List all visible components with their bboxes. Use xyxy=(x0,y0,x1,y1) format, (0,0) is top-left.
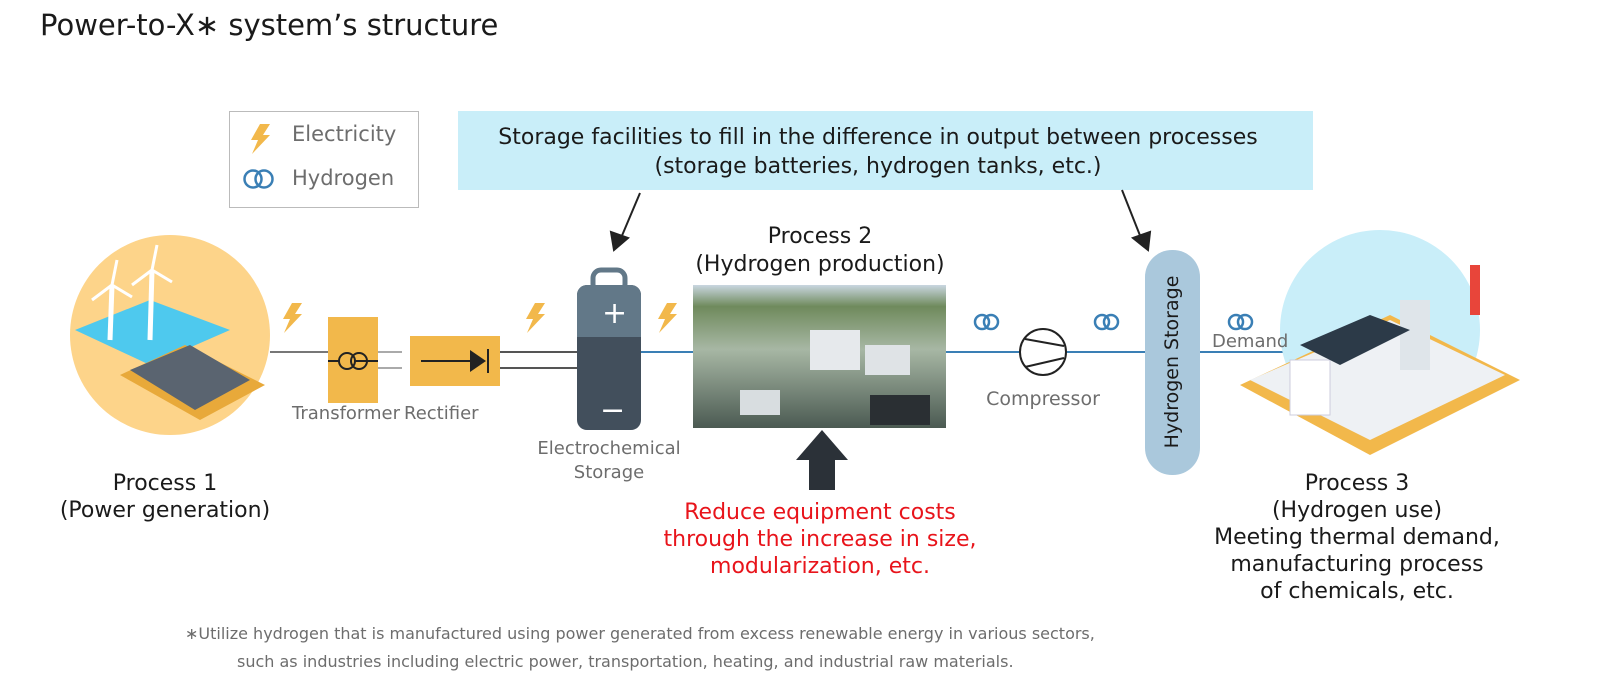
process3-desc1: Meeting thermal demand, xyxy=(1214,525,1500,550)
battery-icon xyxy=(577,267,641,430)
process1-subtitle: (Power generation) xyxy=(59,498,271,523)
battery-minus: − xyxy=(600,393,626,428)
label-storage: Storage xyxy=(573,462,645,483)
label-electrochemical: Electrochemical xyxy=(537,438,681,459)
label-rectifier: Rectifier xyxy=(404,403,479,424)
up-arrow-icon xyxy=(796,430,848,490)
callout-line1: Storage facilities to fill in the differ… xyxy=(498,125,1258,150)
compressor-icon xyxy=(1019,328,1067,376)
label-compressor: Compressor xyxy=(986,388,1100,410)
process3-desc3: of chemicals, etc. xyxy=(1260,579,1454,604)
legend-electricity: Electricity xyxy=(292,122,397,146)
lightning-icons xyxy=(283,303,677,333)
process3-subtitle: (Hydrogen use) xyxy=(1271,498,1443,523)
highlight-line3: modularization, etc. xyxy=(710,554,930,579)
process1-illustration xyxy=(70,235,270,435)
callout-line2: (storage batteries, hydrogen tanks, etc.… xyxy=(654,154,1102,179)
footnote-line1: ∗Utilize hydrogen that is manufactured u… xyxy=(185,624,1095,643)
legend: Electricity Hydrogen xyxy=(229,111,419,208)
transformer-icon xyxy=(328,317,378,403)
label-transformer: Transformer xyxy=(292,403,401,424)
callout-arrow-left xyxy=(609,192,641,252)
legend-hydrogen: Hydrogen xyxy=(292,166,395,190)
callout-arrow-right xyxy=(1121,189,1152,252)
battery-plus: + xyxy=(602,296,628,331)
process3-illustration xyxy=(1240,230,1520,455)
process2-title: Process 2 xyxy=(767,224,873,249)
storage-callout: Storage facilities to fill in the differ… xyxy=(458,111,1313,190)
process3-title: Process 3 xyxy=(1304,471,1410,496)
highlight-line2: through the increase in size, xyxy=(663,527,977,552)
process1-title: Process 1 xyxy=(112,471,218,496)
hydrogen-icons xyxy=(973,313,1254,331)
lightning-icon xyxy=(251,124,270,154)
hydrogen-plant-photo xyxy=(693,285,946,428)
process3-desc2: manufacturing process xyxy=(1230,552,1484,577)
page-title: Power-to-X∗ system’s structure xyxy=(40,8,499,42)
label-hydrogen-storage: Hydrogen Storage xyxy=(1161,275,1183,449)
rectifier-icon xyxy=(410,336,500,386)
hydrogen-storage-tank xyxy=(1145,250,1200,475)
highlight-line1: Reduce equipment costs xyxy=(684,500,956,525)
hydrogen-icon xyxy=(243,169,274,189)
process2-subtitle: (Hydrogen production) xyxy=(695,252,945,277)
footnote-line2: such as industries including electric po… xyxy=(237,652,1014,671)
label-demand: Demand xyxy=(1212,331,1289,352)
